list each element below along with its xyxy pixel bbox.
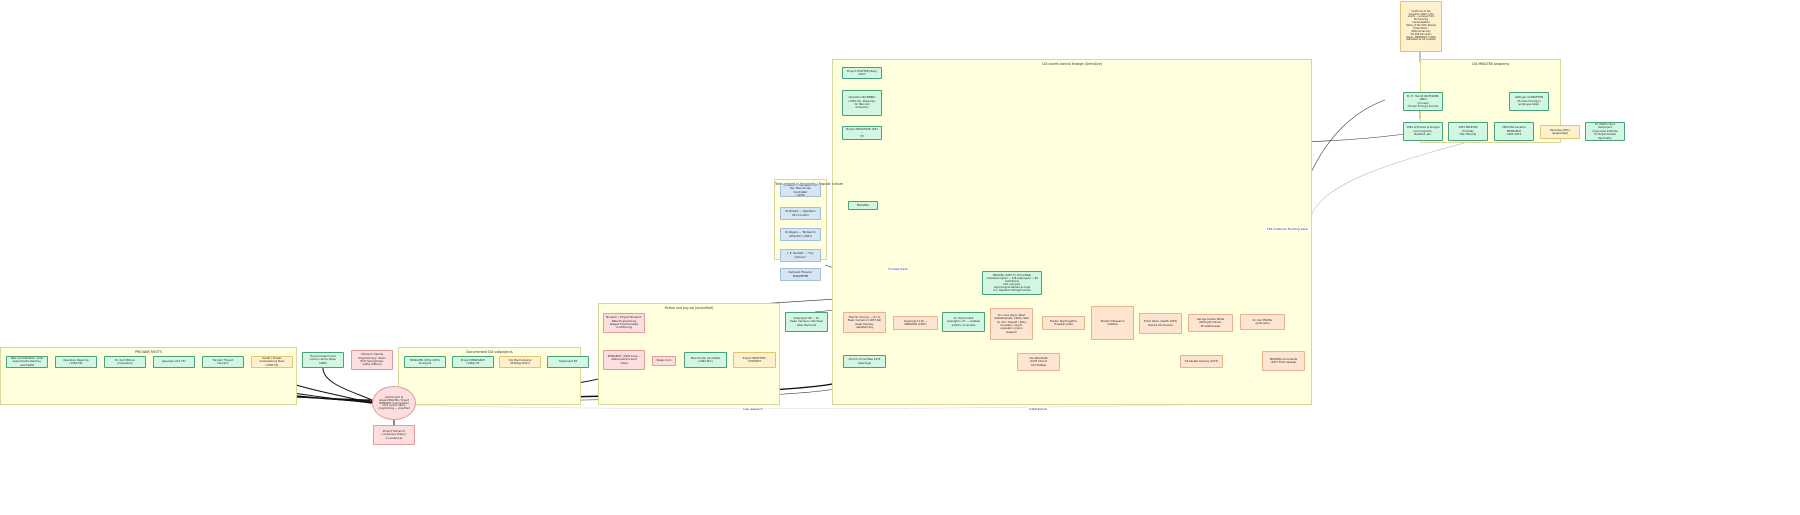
subproject-h-node: Dr. Carl Pfeiffer (prisoners) — [1240, 314, 1285, 330]
mkchickwit-node: Project MKOFTEN / CHICKWIT — [733, 352, 776, 368]
mkultra-main-node: MKULTRA — [848, 201, 878, 210]
text-node-1: J. Marks — The Search for the 'Manchuria… — [780, 184, 821, 197]
root-node-3: Dr. Kurt Plötner (mescaline) — [104, 356, 146, 368]
manchurian-node: Manchurian Candidate (1962 film) — [684, 352, 727, 368]
mkultra-center-node: MKULTRA (1953-73, Sid Gottlieb umbrella … — [982, 271, 1042, 295]
monarch-title-node: Monarch / 'Project Monarch' Beta Program… — [603, 313, 645, 333]
peach4-node: MKULTRA documents (1977 FOIA release) — [1262, 351, 1305, 371]
subproject-sub-node: Subproject 119 — MKNAOMI (1967) — [893, 316, 938, 330]
cluster-title: Documented CIA subprojects — [466, 350, 513, 354]
subproject-c-node: Boston Psychopathic Hospital (LSD) — [1042, 316, 1085, 330]
sub-node-4: Subproject 58 — [547, 356, 589, 368]
root-node-2: Operation Paperclip (1945-59) — [55, 356, 97, 368]
tcc-node: US Senate hearing (1977) — [1180, 355, 1223, 368]
bluebird-node: Operation BLUEBIRD (1950-51), Paperclip,… — [842, 90, 882, 116]
eschatos-node: Eschatos (NYC) (plagiarized) — [1540, 125, 1580, 139]
edge-label: Lab research — [742, 407, 764, 411]
monarch-ex-node: 'MONARCH' (1991 book — references the wo… — [603, 350, 645, 370]
cluster-title: CIA covert-control lineage (Armistice) — [1042, 62, 1102, 66]
root-node-5: Harvard 'Project Harvard' — [202, 356, 244, 368]
left-pink-node: 'Monarch Trauma Programming' claims (Fri… — [351, 350, 393, 370]
subproject-b-node: Dr. Louis Jolyon West (LSD/elephant, 196… — [990, 308, 1033, 340]
edge-label: Funded bank — [887, 267, 909, 271]
church-node: Church Committee 1975 (hearings) — [843, 355, 886, 368]
subproject-f-node: Frank Olson (death 1953) Detrick SO Divi… — [1139, 313, 1182, 334]
cluster-title: PRE-WAR ROOTS — [135, 350, 162, 354]
edge-label: Funding bank — [1286, 227, 1310, 231]
root-node-6: Soviet / Korean brainwashing fears (1950… — [251, 356, 293, 368]
text-node-5: Declared 'Phoenix' PARAMETER — [780, 268, 821, 281]
central-claim-node: Central claim of alleged MKULTRA / Proje… — [372, 386, 416, 420]
project-chatter-node: Project CHATTER (Navy 1947) — [842, 67, 882, 79]
deathly-node: 'Psychic driving' — Dr. D. Ewen Cameron … — [843, 312, 886, 333]
sub-node-3: CIA Psychological Strategy Board — [499, 356, 541, 368]
wolff-node: Dr. H. Harold Wolff(1898-1962) (Cornell)… — [1403, 92, 1443, 111]
text-node-2: W. Bowart — Operation Mind Control — [780, 207, 821, 220]
subproject-d-node: Subproject 68 — Dr. Ewen Cameron, Montre… — [785, 312, 828, 332]
subproject-a-node: Dr. Harris Isbell (Lexington, KY — opiat… — [942, 312, 985, 332]
edge-label: Institutional — [1028, 407, 1048, 411]
text-node-4: J. E. Ruchelli — 'Tiny Criterion' — [780, 249, 821, 262]
text-node-3: W. Rogers — 'Bodies for Attraction' (200… — [780, 228, 821, 241]
subproject-g-node: George Hunter White (Midnight Climax, SF… — [1188, 314, 1233, 332]
sub-node-2: Project MKSEARCH (1964-73) — [452, 356, 494, 368]
edge-label: TSS methodology — [1265, 227, 1295, 231]
subproject-e-node: Stanford Research Institute — [1091, 306, 1134, 340]
mkultra-1953-node: 1953 MKULTRA (formally this TSS-era) — [1448, 122, 1488, 141]
sleep-room-node: Sleep room — [652, 356, 676, 366]
artichoke-node: Project ARTICHOKE 1951 – 53 — [842, 126, 882, 140]
sub-node-1: MKNAOMI (1952-1970) biological — [404, 356, 446, 368]
root-node-1: Nazi concentration camp experiments (Dac… — [6, 356, 48, 368]
note-node: Fourth one of the 'programs' listed in t… — [1400, 1, 1442, 52]
cluster-title: CIA MKULTRA programs — [1471, 62, 1510, 66]
cluster-title: Fiction and psy-op (unverified) — [664, 306, 714, 310]
root-node-4: Japanese Unit 731 — [153, 356, 195, 368]
mkdelta-node: 1952 Artichoke prototype and programs, B… — [1403, 122, 1443, 141]
bottom-claim-node: Project 'Monarch' (conspiracy theory, no… — [373, 425, 415, 445]
cluster-roots: PRE-WAR ROOTS — [0, 347, 297, 405]
gittinger-node: Gittinger at MKOFTEN (Human Ecology's em… — [1509, 92, 1549, 111]
cluster-old-science: CIA covert-control lineage (Armistice) — [832, 59, 1312, 405]
mkultra-1964-node: MKULTRA became MKSEARCH 1964-1973 — [1494, 122, 1534, 141]
left-green-node: Trauma-based mind control claims (Ross, … — [302, 352, 344, 368]
dcid-node: CIA aftermath (1975 Church Committee) — [1017, 353, 1060, 371]
orne-node: Dr. Martin Orne Subproject (hypnosis) In… — [1585, 122, 1625, 141]
